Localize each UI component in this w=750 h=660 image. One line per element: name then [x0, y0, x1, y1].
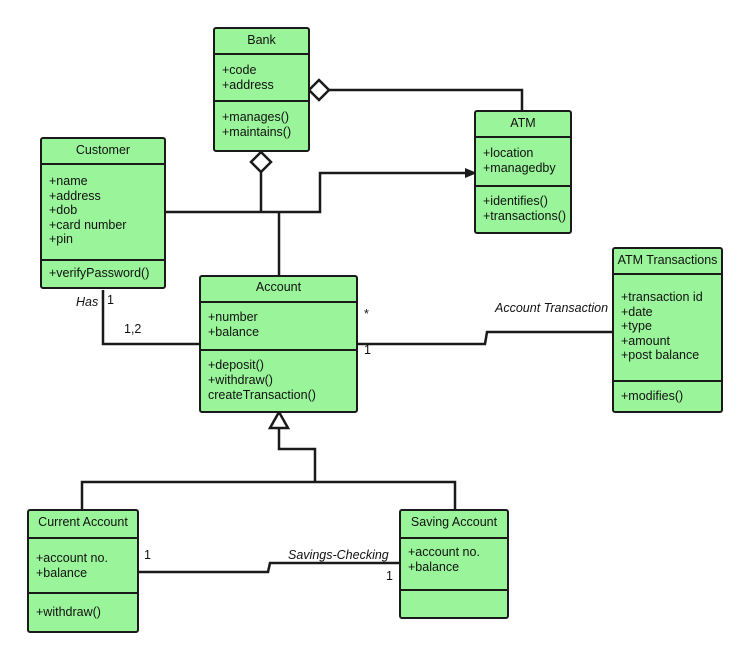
class-atm-transactions-attributes: +transaction id +date +type +amount +pos… [614, 275, 721, 382]
class-bank-operations: +manages() +maintains() [215, 102, 308, 140]
operation: +identifies() [483, 194, 548, 208]
attribute: +transaction id [621, 290, 703, 304]
operation: +withdraw() [208, 373, 273, 387]
class-customer-attributes: +name +address +dob +card number +pin [42, 165, 164, 261]
attribute: +name [49, 174, 88, 188]
attribute: +number [208, 310, 258, 324]
class-current-account-operations: +withdraw() [29, 594, 137, 620]
bank-atm-aggregation-line [329, 88, 524, 110]
operation: +verifyPassword() [49, 266, 150, 280]
attribute: +date [621, 304, 653, 319]
savings-checking-label: Savings-Checking [288, 548, 389, 562]
operation: createTransaction() [208, 388, 316, 402]
attribute: +post balance [621, 348, 700, 362]
operation: +modifies() [621, 389, 684, 403]
attribute: +location [483, 146, 534, 160]
class-account-operations: +deposit() +withdraw() createTransaction… [201, 351, 356, 403]
class-current-account-name: Current Account [29, 511, 137, 539]
class-atm-name: ATM [476, 112, 570, 138]
operation: +deposit() [208, 358, 264, 372]
operation: +manages() [222, 110, 290, 124]
class-atm[interactable]: ATM +location +managedby +identifies() +… [474, 110, 572, 234]
has-customer-multiplicity: 1 [107, 293, 114, 307]
class-atm-transactions-operations: +modifies() [614, 382, 721, 404]
attribute: +address [49, 188, 101, 203]
account-transaction-line [358, 330, 612, 346]
attribute: +account no. [36, 551, 108, 565]
class-bank-attributes: +code +address [215, 55, 308, 102]
bank-account-aggregation-diamond [249, 150, 273, 174]
customer-atm-line [166, 168, 477, 214]
attribute: +address [222, 78, 274, 92]
class-bank[interactable]: Bank +code +address +manages() +maintain… [213, 27, 310, 152]
class-account-attributes: +number +balance [201, 303, 356, 351]
class-customer-operations: +verifyPassword() [42, 261, 164, 281]
account-transaction-label: Account Transaction [495, 301, 609, 315]
class-atm-transactions-name: ATM Transactions [614, 249, 721, 275]
attribute: +dob [49, 203, 78, 217]
attribute: +card number [49, 217, 127, 232]
savings-checking-saving-multiplicity: 1 [386, 569, 393, 583]
attribute: +balance [408, 560, 460, 574]
operation: +maintains() [222, 125, 292, 139]
generalization-triangle [267, 409, 291, 430]
class-account[interactable]: Account +number +balance +deposit() +wit… [199, 275, 358, 413]
class-customer[interactable]: Customer +name +address +dob +card numbe… [40, 137, 166, 289]
class-atm-attributes: +location +managedby [476, 138, 570, 187]
class-atm-operations: +identifies() +transactions() [476, 187, 570, 224]
class-current-account-attributes: +account no. +balance [29, 539, 137, 594]
attribute: +balance [208, 325, 260, 339]
account-transaction-multiplicity-one: 1 [364, 343, 371, 357]
has-label: Has [76, 295, 99, 309]
class-current-account[interactable]: Current Account +account no. +balance +w… [27, 509, 139, 633]
attribute: +managedby [483, 161, 556, 175]
savings-checking-current-multiplicity: 1 [144, 548, 151, 562]
attribute: +amount [621, 333, 670, 348]
attribute: +balance [36, 566, 88, 580]
class-atm-transactions[interactable]: ATM Transactions +transaction id +date +… [612, 247, 723, 413]
class-bank-name: Bank [215, 29, 308, 55]
has-association-line [101, 290, 199, 346]
class-account-name: Account [201, 277, 356, 303]
bank-atm-aggregation-diamond [307, 78, 331, 102]
savings-checking-line [139, 561, 399, 574]
class-saving-account-attributes: +account no. +balance [401, 539, 507, 591]
attribute: +pin [49, 232, 73, 246]
attribute: +type [621, 319, 652, 333]
generalization-line [80, 428, 457, 509]
operation: +withdraw() [36, 605, 101, 619]
has-account-multiplicity: 1,2 [124, 322, 142, 336]
class-saving-account-name: Saving Account [401, 511, 507, 539]
account-transaction-multiplicity-star: * [364, 307, 369, 321]
class-saving-account[interactable]: Saving Account +account no. +balance [399, 509, 509, 619]
attribute: +account no. [408, 545, 480, 559]
class-customer-name: Customer [42, 139, 164, 165]
operation: +transactions() [483, 209, 567, 223]
attribute: +code [222, 63, 257, 77]
